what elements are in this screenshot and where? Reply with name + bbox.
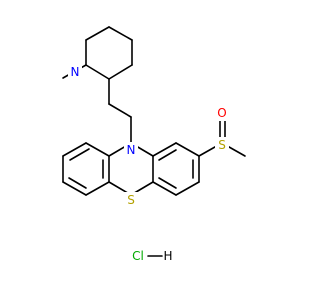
bond (108, 64, 133, 80)
atom-label-o1: O (217, 106, 226, 120)
structure-canvas: N N S S O Cl H (62, 26, 246, 264)
bond (85, 64, 110, 80)
bond (175, 142, 200, 157)
hydrochloride-salt: Cl H (130, 248, 173, 264)
atom-background (215, 137, 229, 153)
atom-layer: N N S S O (68, 64, 229, 208)
bond (152, 181, 177, 196)
bond (108, 26, 133, 41)
chlorine-label: Cl (132, 249, 144, 263)
bond (158, 177, 177, 189)
bond (69, 148, 90, 161)
atom-label-s2: S (218, 138, 226, 152)
bond (175, 181, 200, 196)
bond (68, 177, 87, 189)
atom-background (215, 105, 229, 121)
bond (85, 142, 110, 157)
bond (152, 142, 177, 157)
bond (85, 26, 110, 41)
bond (85, 181, 110, 196)
bond (108, 103, 132, 118)
atom-background (124, 142, 138, 158)
molecule-drawing: N N S S O Cl H (62, 26, 246, 264)
bond (62, 181, 87, 196)
bond (62, 142, 87, 157)
hydrogen-label: H (163, 249, 172, 263)
atom-background (68, 64, 82, 80)
atom-label-n1: N (71, 65, 80, 79)
bond (158, 149, 177, 161)
atom-label-s1: S (127, 193, 135, 207)
atom-background (124, 192, 138, 208)
atom-label-n2: N (127, 143, 136, 157)
